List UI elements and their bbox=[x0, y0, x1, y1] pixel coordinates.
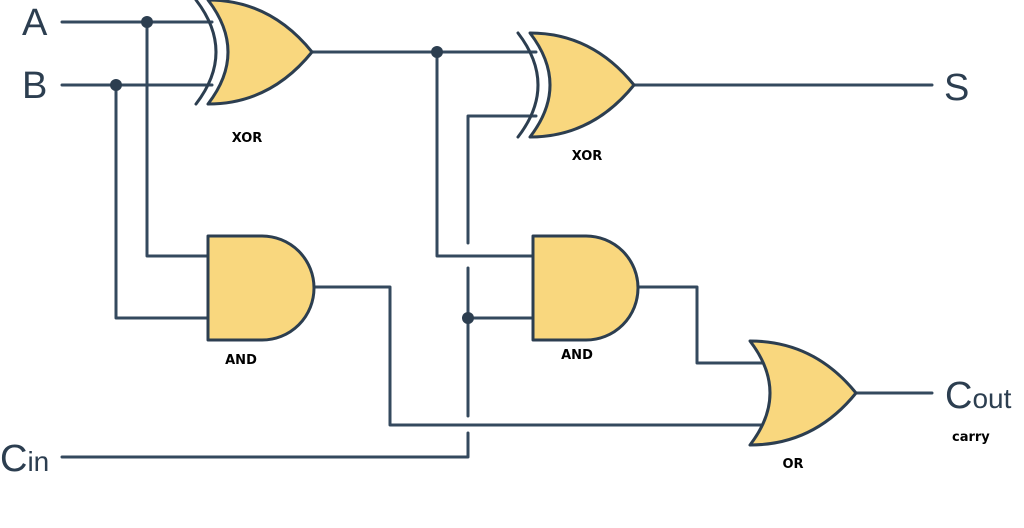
wire-a-to-and1 bbox=[145, 20, 210, 258]
wires bbox=[60, 20, 934, 459]
wire-cin-to-xor2 bbox=[466, 114, 538, 245]
wire-b-to-and1 bbox=[114, 83, 210, 320]
input-cin-label: Cin bbox=[0, 438, 49, 480]
junction-cin bbox=[462, 312, 474, 324]
and-gate-1-body bbox=[206, 234, 316, 342]
input-cin-sub: in bbox=[27, 446, 49, 477]
output-sum-label: S bbox=[944, 67, 969, 109]
and-gate-2-body bbox=[531, 234, 640, 342]
xor-gate-1-body bbox=[206, 0, 314, 106]
junctions bbox=[110, 16, 474, 324]
junction-xor1-out bbox=[431, 46, 443, 58]
xor-gate-1-input-curve bbox=[194, 0, 218, 106]
xor-gate-1-label: XOR bbox=[232, 131, 263, 146]
or-gate bbox=[748, 339, 858, 447]
wire-and1-to-or bbox=[310, 285, 766, 427]
output-carry-note: carry bbox=[952, 430, 990, 445]
wire-xor1-to-and2 bbox=[435, 50, 535, 258]
and-gate-2-label: AND bbox=[561, 348, 593, 363]
xor-gate-1 bbox=[194, 0, 314, 106]
xor-gate-2-body bbox=[528, 31, 636, 139]
output-cout-label: Cout bbox=[945, 375, 1012, 417]
xor-gate-2-label: XOR bbox=[572, 149, 603, 164]
or-gate-body bbox=[748, 339, 858, 447]
output-cout-main: C bbox=[945, 375, 972, 417]
output-cout-sub: out bbox=[972, 383, 1011, 414]
input-a-label: A bbox=[22, 2, 48, 44]
and-gate-1-label: AND bbox=[225, 353, 257, 368]
input-b-label: B bbox=[22, 65, 47, 107]
junction-a bbox=[141, 16, 153, 28]
wire-cin-input bbox=[60, 431, 470, 459]
junction-b bbox=[110, 79, 122, 91]
and-gate-1 bbox=[206, 234, 316, 342]
and-gate-2 bbox=[531, 234, 640, 342]
xor-gate-2 bbox=[516, 31, 636, 139]
xor-gate-2-input-curve bbox=[516, 31, 540, 139]
input-cin-main: C bbox=[0, 438, 27, 480]
wire-and2-to-or bbox=[634, 285, 766, 365]
or-gate-label: OR bbox=[782, 457, 803, 472]
